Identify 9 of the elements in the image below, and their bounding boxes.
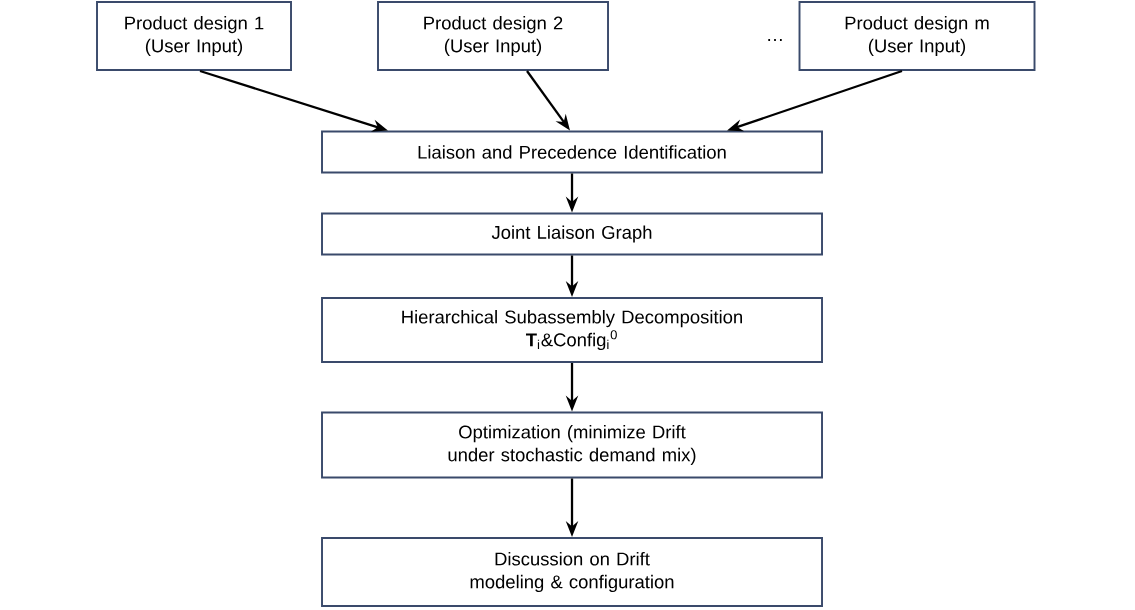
process-box: Product design 2 (User Input): [377, 1, 609, 71]
process-box: Joint Liaison Graph: [321, 212, 823, 256]
ellipsis: …: [768, 39, 782, 41]
process-box: Optimization (minimize Drift under stochastic demand mix): [321, 411, 823, 479]
process-box: Product design 1 (User Input): [96, 1, 292, 71]
process-box: Discussion on Drift modeling & configuration: [321, 537, 823, 607]
process-box: Product design m (User Input): [798, 1, 1036, 71]
process-box: Liaison and Precedence Identification: [321, 130, 823, 174]
process-box: Hierarchical Subassembly Decomposition T$_{i}$&Config$_{i}$0: [321, 297, 823, 363]
